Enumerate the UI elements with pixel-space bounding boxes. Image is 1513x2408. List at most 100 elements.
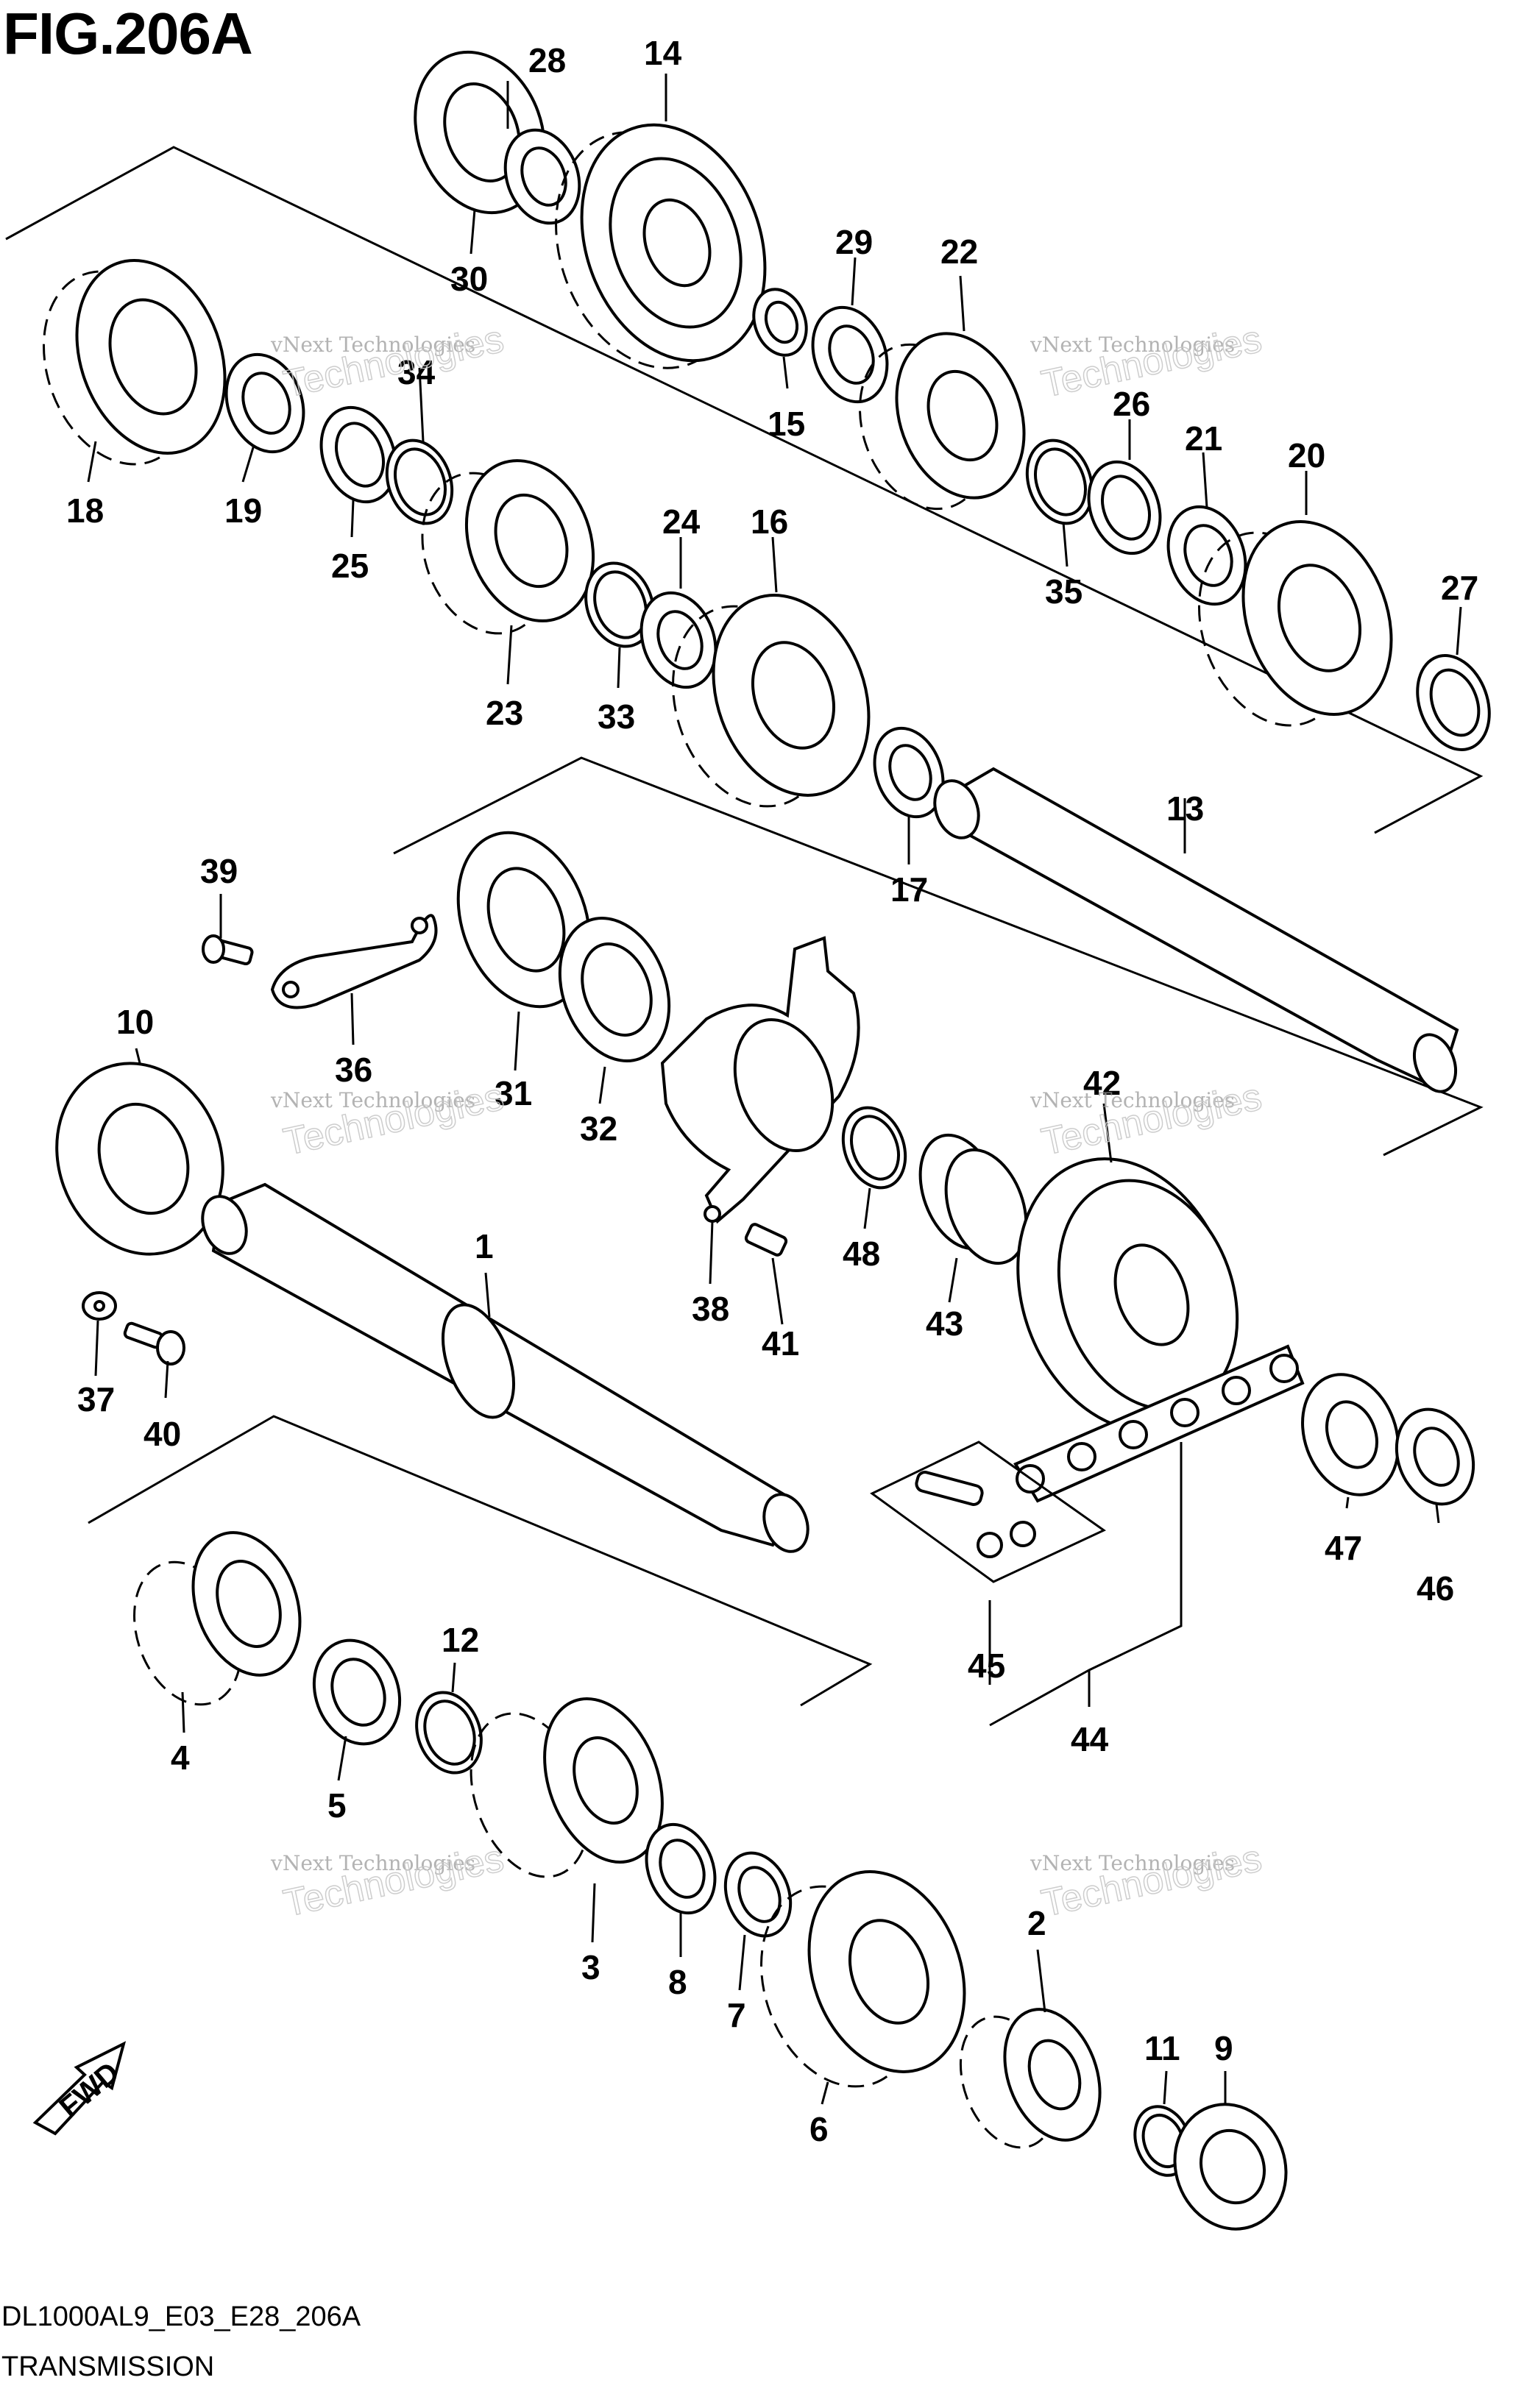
part-24-washer [639,591,717,689]
callout-30: 30 [450,260,488,298]
part-17-bushing [873,726,945,819]
svg-text:Technologies: Technologies [1038,318,1265,406]
part-46-nut [1395,1407,1475,1506]
part-39-bolt [202,934,254,966]
part-47-washer [1301,1373,1400,1496]
callout-40: 40 [143,1415,181,1453]
part-31-bearing [456,831,592,1009]
callout-28: 28 [528,41,566,79]
callout-19: 19 [224,491,262,530]
callout-44: 44 [1071,1720,1109,1758]
part-25-washer [319,405,397,504]
part-6-gear [760,1870,966,2088]
part-48-o-ring [841,1106,907,1190]
part-18-gear [42,259,227,466]
callout-11: 11 [1144,2029,1180,2067]
callout-42: 42 [1083,1064,1121,1102]
callout-8: 8 [668,1963,687,2001]
part-38-bracket [660,936,860,1224]
part-9-bearing [1173,2103,1288,2231]
callout-34: 34 [397,353,436,391]
part-7-bushing [723,1851,793,1938]
callout-1: 1 [475,1227,494,1265]
part-41-bolt [744,1223,788,1257]
svg-text:Technologies: Technologies [1038,1837,1265,1925]
svg-text:vNext Technologies: vNext Technologies [1030,1851,1235,1875]
part-10-bearing [55,1062,224,1256]
svg-text:vNext Technologies: vNext Technologies [270,1088,475,1112]
callout-46: 46 [1417,1569,1454,1608]
part-26-washer [1087,460,1162,555]
part-29-washer [811,305,889,404]
part-5-bushing [312,1638,402,1746]
part-4-gear [133,1531,302,1706]
callout-48: 48 [843,1235,880,1273]
svg-text:vNext Technologies: vNext Technologies [270,1851,475,1875]
callout-15: 15 [768,405,805,443]
callout-36: 36 [335,1051,372,1089]
callout-31: 31 [495,1074,532,1112]
assembly-frames [5,146,1484,1707]
callout-5: 5 [327,1786,347,1825]
part-36-plate [270,914,438,1009]
part-15-needle-bearing [752,288,808,357]
watermark-6: vNext Technologies Technologies [1030,1836,1266,1925]
svg-text:vNext Technologies: vNext Technologies [1030,1088,1235,1112]
watermark-3: vNext Technologies Technologies [270,1075,508,1164]
callouts: 1 2 3 4 5 6 7 8 9 10 11 12 13 14 15 16 1… [66,34,1478,2148]
part-33-circlip [584,561,655,648]
svg-text:Technologies: Technologies [280,318,507,406]
callout-20: 20 [1288,436,1325,475]
watermark-5: vNext Technologies Technologies [270,1836,508,1925]
callout-32: 32 [580,1109,617,1148]
part-12-circlip [415,1691,483,1775]
part-23-gear [421,459,595,635]
part-1-driveshaft [201,1182,809,1553]
callout-29: 29 [835,223,873,261]
callout-47: 47 [1325,1529,1362,1567]
part-22-gear [858,332,1026,511]
callout-22: 22 [940,232,978,271]
part-35-circlip [1025,438,1094,525]
part-2-gear [959,2008,1102,2149]
callout-2: 2 [1027,1904,1046,1942]
section-name: TRANSMISSION [1,2351,215,2382]
callout-13: 13 [1166,789,1204,828]
part-42-engine-sprocket [1016,1157,1239,1432]
leader-lines [87,74,1462,2105]
part-32-oil-seal [558,917,671,1062]
callout-7: 7 [727,1996,746,2034]
callout-39: 39 [200,852,238,890]
callout-43: 43 [926,1304,963,1343]
watermark-1: vNext Technologies Technologies [270,317,508,406]
part-19-bushing [224,352,305,454]
figure-title: FIG.206A [3,1,253,66]
part-14-gear [555,123,767,369]
callout-6: 6 [809,2110,829,2148]
callout-26: 26 [1113,385,1150,423]
callout-24: 24 [662,502,701,541]
callout-41: 41 [762,1324,799,1363]
part-21-bushing [1166,505,1247,606]
part-20-gear [1197,520,1393,727]
part-13-countershaft [933,767,1459,1093]
callout-21: 21 [1185,419,1222,458]
callout-33: 33 [598,697,635,736]
svg-text:vNext Technologies: vNext Technologies [270,333,475,357]
callout-12: 12 [442,1621,479,1659]
callout-17: 17 [890,870,928,909]
callout-38: 38 [692,1290,729,1328]
part-43-spacer [918,1133,1028,1265]
part-8-washer [645,1822,717,1915]
part-27-washer [1416,654,1491,751]
callout-10: 10 [116,1003,154,1041]
part-40-screw [123,1321,185,1365]
watermark-4: vNext Technologies Technologies [1030,1075,1266,1164]
callout-37: 37 [77,1380,115,1418]
svg-text:vNext Technologies: vNext Technologies [1030,333,1235,357]
callout-14: 14 [644,34,682,72]
svg-text:Technologies: Technologies [280,1837,507,1925]
callout-9: 9 [1214,2029,1233,2067]
part-28-washer [503,128,581,225]
